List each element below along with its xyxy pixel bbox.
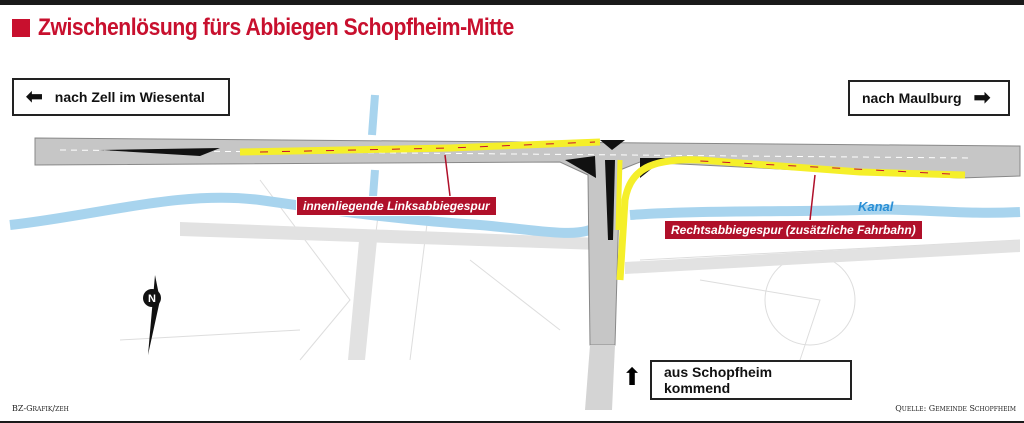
credit-graphic: BZ-Grafik/zeh — [12, 404, 69, 413]
direction-arrows — [259, 141, 951, 175]
sign-zell-label: nach Zell im Wiesental — [54, 89, 205, 105]
callout-line — [809, 174, 816, 221]
turn-lane-connector — [615, 159, 623, 231]
callout-line — [444, 154, 451, 197]
title-marker — [12, 19, 30, 37]
page-title: Zwischenlösung fürs Abbiegen Schopfheim-… — [12, 14, 579, 42]
traffic-island — [565, 156, 596, 178]
sign-maulburg: nach Maulburg ➡ — [848, 80, 1010, 116]
credit-source: Quelle: Gemeinde Schopfheim — [895, 404, 1016, 413]
top-bar — [0, 0, 1024, 5]
right-turn-lane — [616, 156, 966, 281]
arrow-right-icon: ➡ — [973, 87, 991, 109]
lane-marking — [59, 149, 971, 159]
sign-maulburg-label: nach Maulburg — [862, 90, 962, 106]
bottom-bar — [0, 421, 1024, 423]
label-right-turn-lane: Rechtsabbiegespur (zusätzliche Fahrbahn) — [664, 220, 923, 240]
main-road — [34, 137, 1021, 346]
traffic-island — [605, 160, 615, 240]
sign-schopfheim: aus Schopfheim kommend — [650, 360, 852, 400]
arrow-up-icon: ⬆ — [622, 364, 643, 391]
title-text: Zwischenlösung fürs Abbiegen Schopfheim-… — [38, 14, 514, 41]
north-arrow-icon: N — [143, 275, 161, 355]
access-road — [585, 345, 615, 410]
traffic-island — [100, 148, 220, 156]
label-left-turn-lane: innenliegende Linksabbiegespur — [296, 196, 497, 216]
sign-schopfheim-label: aus Schopfheim kommend — [664, 364, 773, 396]
side-roads — [180, 222, 1020, 360]
north-label: N — [148, 293, 156, 305]
traffic-island — [600, 140, 625, 150]
label-canal: Kanal — [858, 199, 894, 214]
arrow-left-icon: ⬅ — [26, 86, 43, 108]
sign-zell: ⬅ nach Zell im Wiesental — [12, 78, 230, 116]
